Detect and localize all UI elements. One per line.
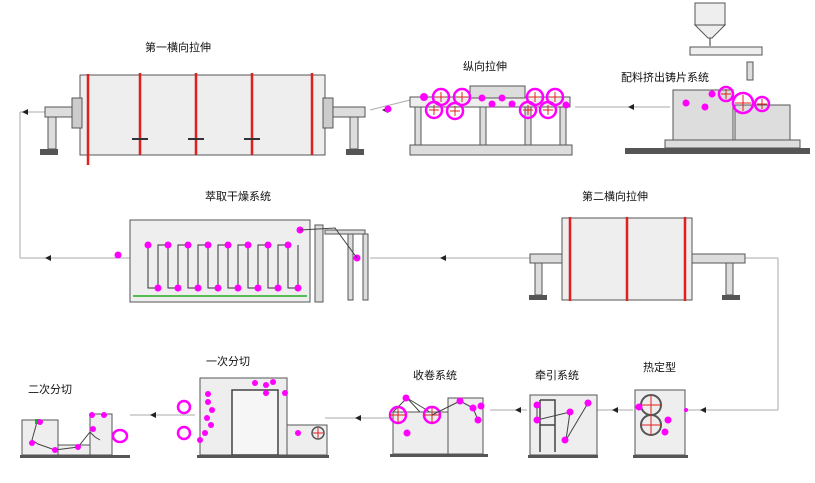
first-slitting-machine xyxy=(176,377,329,458)
heat-setting-machine xyxy=(633,389,688,458)
label-traction: 牵引系统 xyxy=(535,369,579,382)
first-transverse-stretch-machine xyxy=(40,73,366,165)
label-second-slitting: 二次分切 xyxy=(28,383,72,396)
label-longitudinal-stretch: 纵向拉伸 xyxy=(463,60,507,73)
label-second-transverse-stretch: 第二横向拉伸 xyxy=(582,190,648,203)
label-extraction-drying: 萃取干燥系统 xyxy=(205,190,271,203)
label-extrusion-casting: 配料挤出铸片系统 xyxy=(621,71,709,84)
label-heat-setting: 热定型 xyxy=(643,361,676,374)
second-transverse-stretch-machine xyxy=(529,217,746,301)
label-first-slitting: 一次分切 xyxy=(206,355,250,368)
winding-machine xyxy=(388,394,488,457)
extraction-drying-machine xyxy=(114,219,369,303)
traction-machine xyxy=(528,394,598,458)
label-first-transverse-stretch: 第一横向拉伸 xyxy=(145,41,211,54)
longitudinal-stretch-machine xyxy=(384,85,573,156)
extrusion-casting-machine xyxy=(625,2,810,154)
flow-arrows xyxy=(22,104,706,421)
label-winding: 收卷系统 xyxy=(413,369,457,382)
second-slitting-machine xyxy=(20,412,130,458)
